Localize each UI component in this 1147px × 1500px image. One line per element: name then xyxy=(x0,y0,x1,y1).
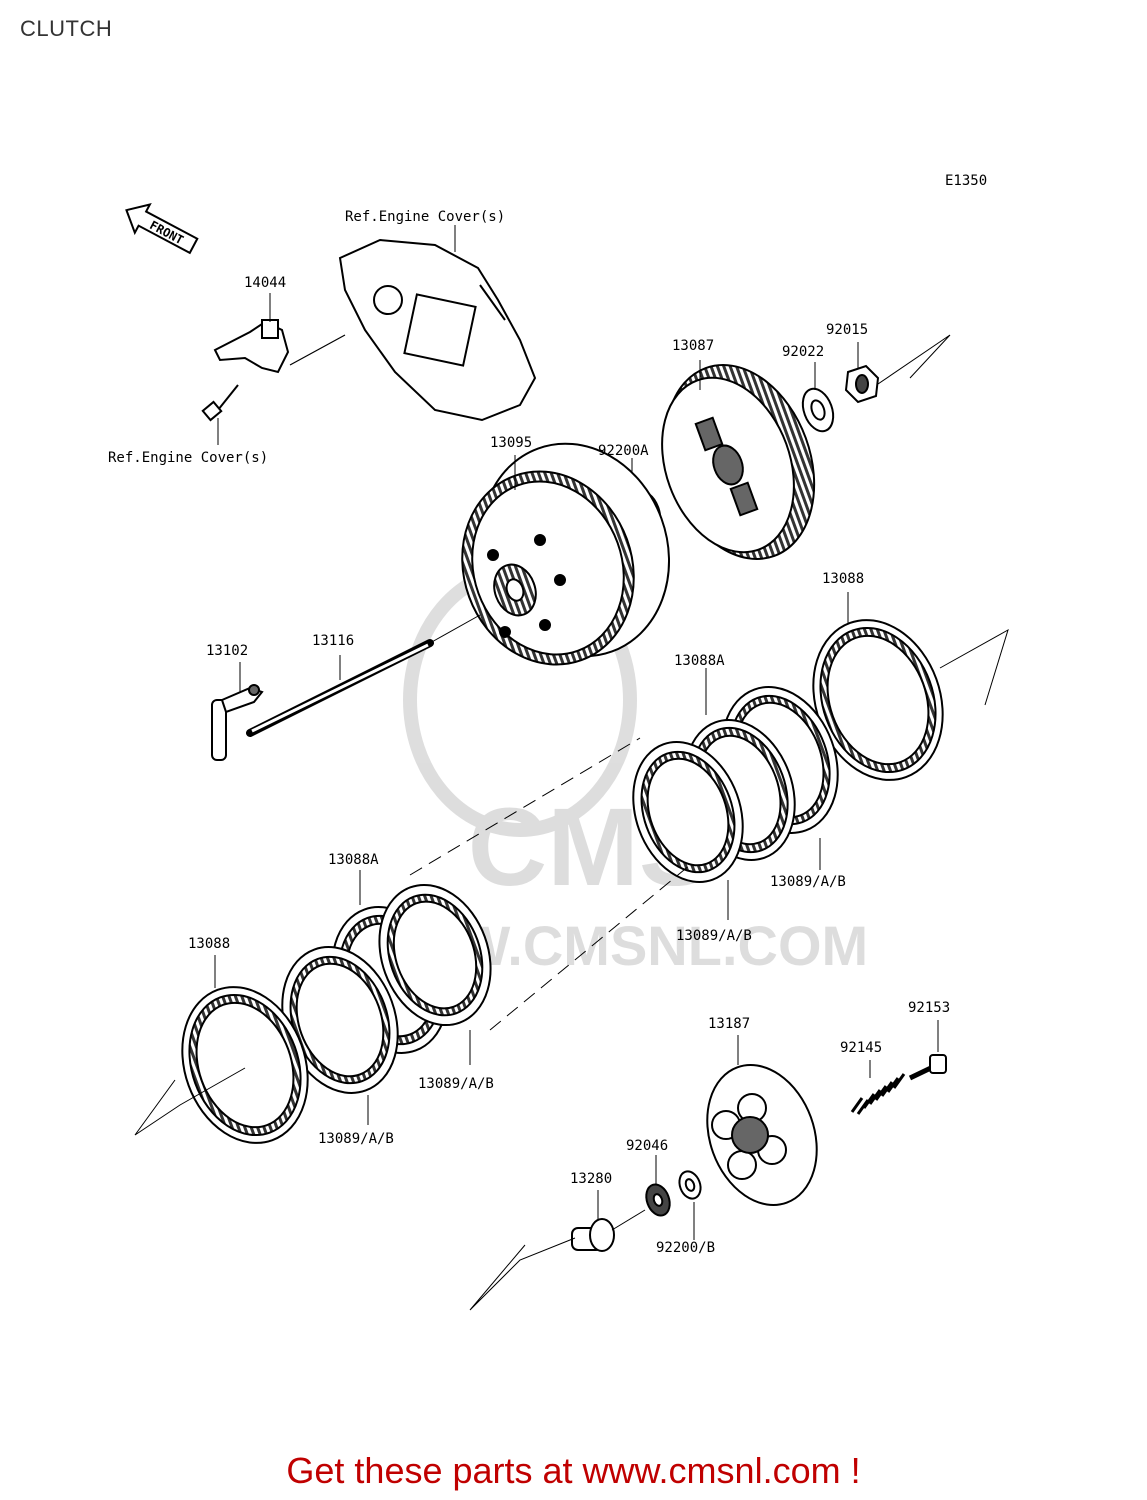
label-13089-bottom-mid: 13089/A/B xyxy=(418,1076,494,1092)
part-92200b-washer xyxy=(678,1170,702,1200)
label-ref-engine-cover-top: Ref.Engine Cover(s) xyxy=(345,209,505,225)
page-title: CLUTCH xyxy=(20,16,113,41)
label-92153: 92153 xyxy=(908,1000,950,1016)
label-13280: 13280 xyxy=(570,1171,612,1187)
footer-link-text[interactable]: Get these parts at www.cmsnl.com ! xyxy=(286,1450,861,1491)
label-ref-engine-cover-bottom: Ref.Engine Cover(s) xyxy=(108,450,268,466)
part-13087-gear xyxy=(661,364,816,560)
label-13088-bottom: 13088 xyxy=(188,936,230,952)
label-92046: 92046 xyxy=(626,1138,668,1154)
part-13280-pusher xyxy=(571,1218,615,1252)
label-13088a-top: 13088A xyxy=(674,653,725,669)
front-arrow-icon: FRONT xyxy=(125,202,199,255)
part-13088-friction-plate-top xyxy=(812,619,944,781)
label-13116: 13116 xyxy=(312,633,354,649)
label-92200a: 92200A xyxy=(598,443,649,459)
label-92022: 92022 xyxy=(782,344,824,360)
label-13089-top-mid: 13089/A/B xyxy=(676,928,752,944)
label-14044: 14044 xyxy=(244,275,286,291)
label-13089-top-right: 13089/A/B xyxy=(770,874,846,890)
part-14044-lever xyxy=(213,319,290,374)
label-92200b: 92200/B xyxy=(656,1240,715,1256)
part-92046-bearing xyxy=(645,1183,671,1217)
diagram-code: E1350 xyxy=(945,173,987,189)
label-13088a-bottom: 13088A xyxy=(328,852,379,868)
part-13095-clutch-housing xyxy=(461,442,671,666)
clutch-exploded-diagram: CMS WWW.CMSNL.COM E1350 FRONT xyxy=(108,173,1009,1311)
part-13089-steel-plate-bottom-mid xyxy=(378,883,492,1027)
part-13116-push-rod xyxy=(246,639,434,737)
part-13088-friction-plate-bottom xyxy=(181,986,309,1144)
part-92145-spring xyxy=(850,1073,906,1115)
label-13187: 13187 xyxy=(708,1016,750,1032)
label-92145: 92145 xyxy=(840,1040,882,1056)
label-13089-bottom-left: 13089/A/B xyxy=(318,1131,394,1147)
part-13089-steel-plate-bottom-left xyxy=(281,946,399,1094)
engine-cover-bolt xyxy=(201,384,239,422)
part-92022-washer xyxy=(801,387,835,433)
part-13187-pressure-plate xyxy=(706,1064,818,1206)
label-13087: 13087 xyxy=(672,338,714,354)
label-13102: 13102 xyxy=(206,643,248,659)
part-92153-bolt xyxy=(908,1054,947,1081)
label-13095: 13095 xyxy=(490,435,532,451)
part-13089-steel-plate-top-mid xyxy=(632,741,744,883)
part-13102-release-shaft xyxy=(211,684,264,761)
label-92015: 92015 xyxy=(826,322,868,338)
engine-cover xyxy=(338,238,537,422)
label-13088-top: 13088 xyxy=(822,571,864,587)
part-92015-nut xyxy=(844,364,880,404)
